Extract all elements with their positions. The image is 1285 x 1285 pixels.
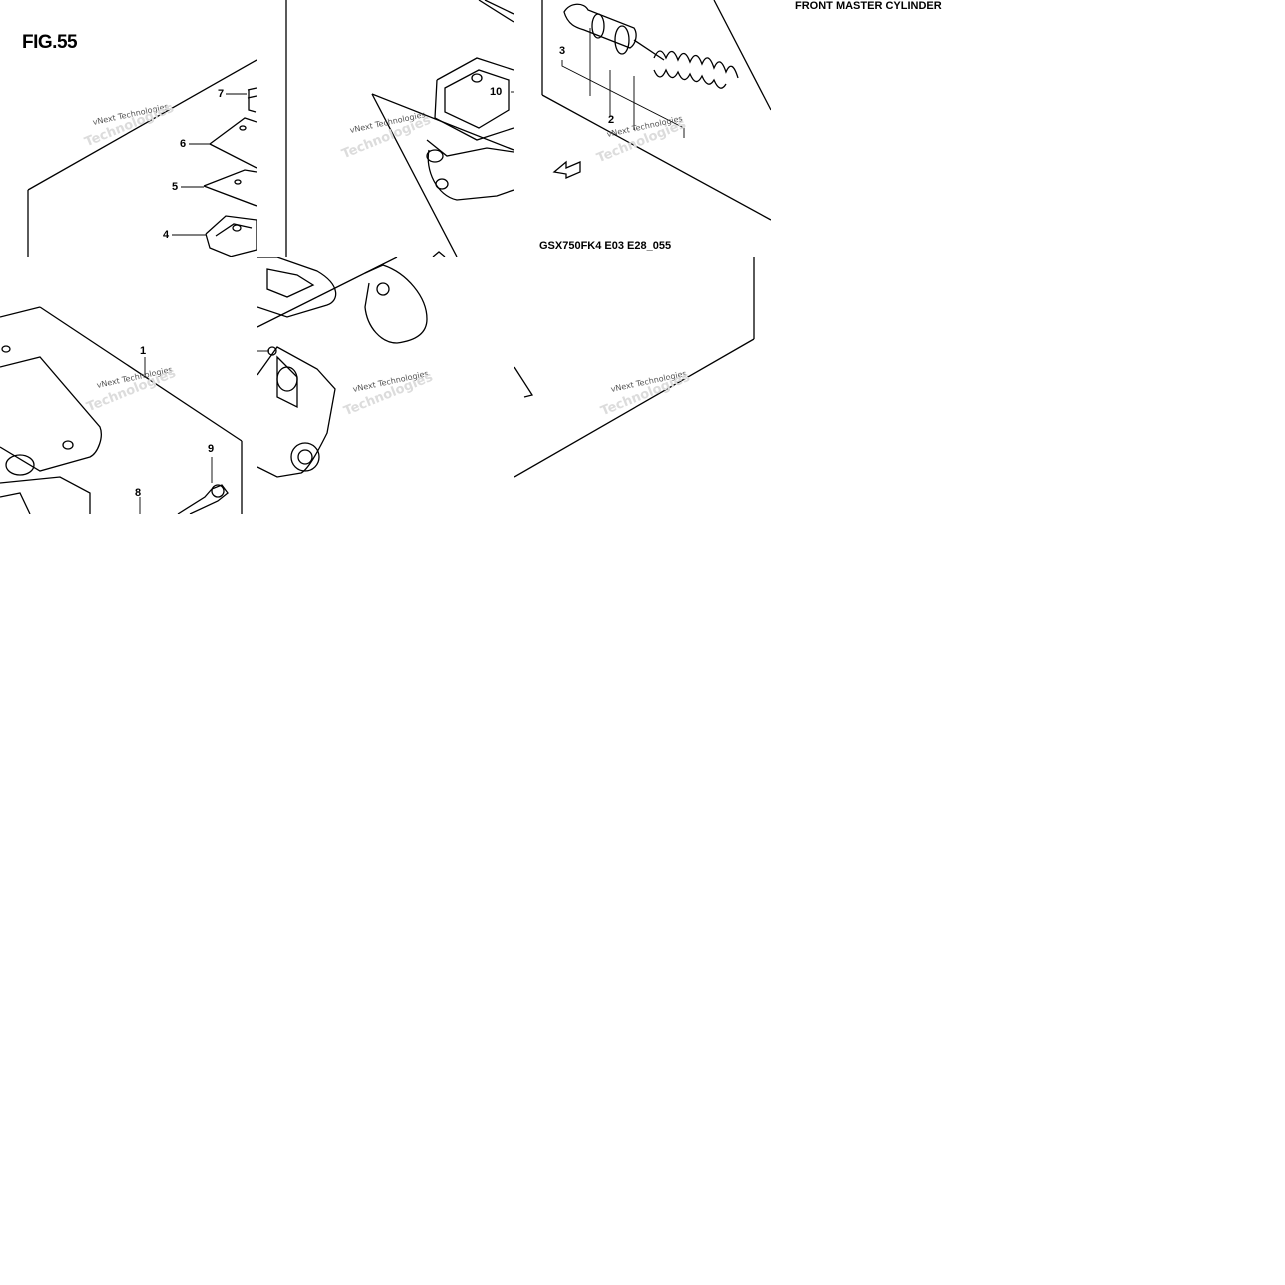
callout-10: 10 <box>490 86 503 98</box>
tile-top-middle-drawing <box>285 0 514 257</box>
diagram-tile-middle-left: 1 9 8 vNext Technologies Technologies <box>0 257 257 514</box>
callout-5: 5 <box>172 181 179 193</box>
callout-8: 8 <box>135 487 142 499</box>
tile-top-left-drawing <box>27 59 257 257</box>
diagram-tile-top-right: 3 2 GSX750FK4 E03 E28_055 vNext Technolo… <box>514 0 771 257</box>
callout-7: 7 <box>218 88 225 100</box>
callout-1: 1 <box>140 345 147 357</box>
diagram-tile-top-middle: 10 vNext Technologies Technologies <box>257 0 514 257</box>
tile-middle-left-drawing <box>0 306 243 514</box>
tile-top-right-drawing <box>541 0 771 221</box>
callout-3: 3 <box>559 45 566 57</box>
callout-9: 9 <box>208 443 215 455</box>
section-title: FRONT MASTER CYLINDER <box>795 0 942 12</box>
diagram-tile-top-left: FIG.55 7 6 5 4 vNext Technologies Techno… <box>0 0 257 257</box>
figure-number: FIG.55 <box>22 32 78 53</box>
diagram-tile-middle: vNext Technologies Technologies <box>257 257 514 514</box>
diagram-tile-middle-right: vNext Technologies Technologies <box>514 257 771 514</box>
callout-2: 2 <box>608 114 615 126</box>
tile-middle-right-drawing <box>514 257 755 478</box>
callout-6: 6 <box>180 138 187 150</box>
reference-code: GSX750FK4 E03 E28_055 <box>539 240 672 252</box>
tile-middle-drawing <box>257 257 428 478</box>
callout-4: 4 <box>163 229 170 241</box>
